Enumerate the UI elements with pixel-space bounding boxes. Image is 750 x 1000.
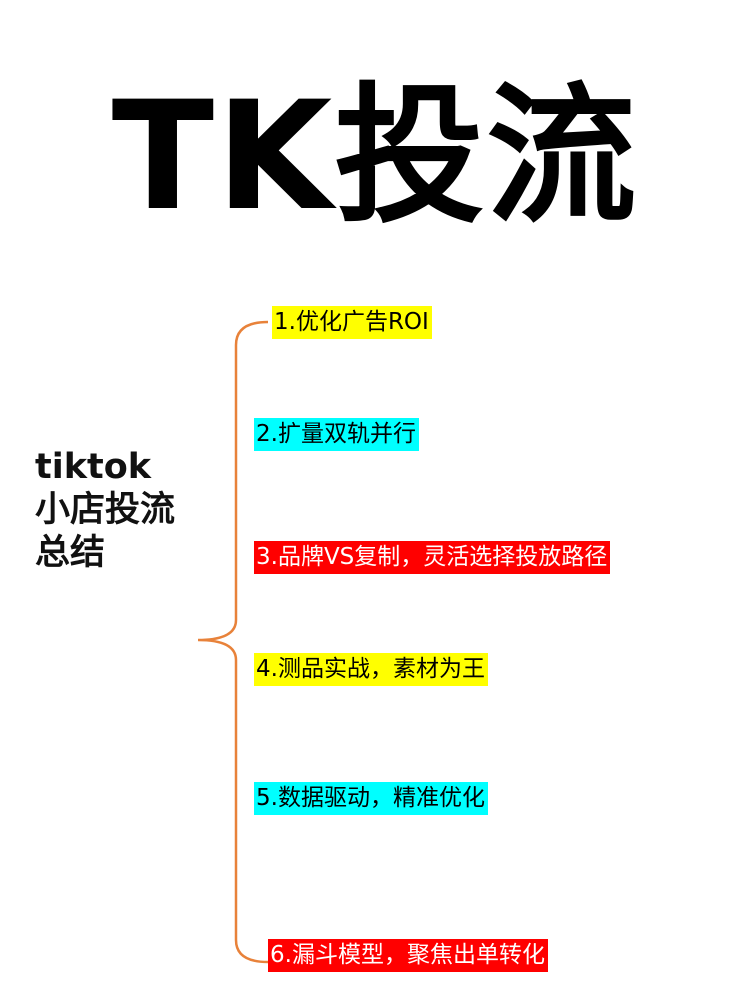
list-item-4: 4.测品实战，素材为王 — [254, 653, 488, 686]
subject-line-1: tiktok — [35, 447, 152, 487]
subject-line-3: 总结 — [35, 533, 106, 573]
bracket-path — [197, 320, 269, 964]
list-item-6: 6.漏斗模型，聚焦出单转化 — [268, 939, 548, 972]
list-item-5: 5.数据驱动，精准优化 — [254, 782, 488, 815]
page-title: TK投流 — [111, 70, 639, 244]
subject-line-2: 小店投流 — [35, 490, 176, 530]
list-item-2: 2.扩量双轨并行 — [254, 418, 419, 451]
list-item-1: 1.优化广告ROI — [272, 306, 432, 339]
list-item-3: 3.品牌VS复制，灵活选择投放路径 — [254, 541, 611, 574]
subject-label: tiktok 小店投流 总结 — [35, 446, 175, 575]
